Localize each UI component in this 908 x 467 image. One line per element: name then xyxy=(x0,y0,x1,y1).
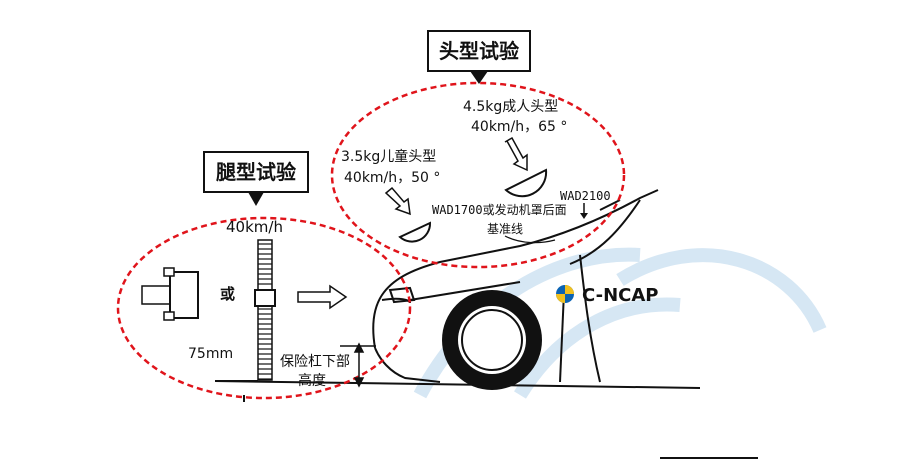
cncap-logo: C-NCAP xyxy=(556,285,659,306)
leg-test-title-box: 腿型试验 xyxy=(203,151,309,206)
adult-impact-arrow xyxy=(504,136,528,172)
child-headform-label: 3.5kg儿童头型 xyxy=(341,148,436,165)
reference-line-label-2: 基准线 xyxy=(487,222,523,236)
watermark xyxy=(413,247,827,399)
bumper-height-dimension xyxy=(340,342,376,388)
ground-gap-label: 75mm xyxy=(188,346,233,362)
leg-test-title: 腿型试验 xyxy=(216,160,296,184)
bumper-height-label-2: 高度 xyxy=(298,372,326,389)
reference-line-arrow xyxy=(504,235,556,244)
reference-line-label: WAD1700或发动机罩后面 xyxy=(432,202,567,217)
leg-test-zone xyxy=(116,216,412,400)
child-headform-icon xyxy=(398,221,432,243)
child-impact-arrow xyxy=(384,186,411,216)
child-headform-params: 40km/h，50 ° xyxy=(344,170,440,186)
car-outline xyxy=(372,189,659,383)
wad2100-label: WAD2100 xyxy=(560,189,611,203)
ground-line xyxy=(214,380,701,389)
head-test-zone xyxy=(330,81,626,269)
motion-arrow xyxy=(297,284,348,310)
front-wheel xyxy=(442,290,542,390)
bumper-height-label: 保险杠下部 xyxy=(280,354,350,370)
adult-headform-label: 4.5kg成人头型 xyxy=(463,99,558,115)
or-text: 或 xyxy=(220,285,235,303)
head-test-title: 头型试验 xyxy=(439,39,519,63)
adult-headform-icon xyxy=(504,168,548,198)
head-test-title-box: 头型试验 xyxy=(427,30,531,84)
upper-legform-icon xyxy=(141,267,199,321)
cncap-logo-text: C-NCAP xyxy=(582,285,659,306)
leg-speed-label: 40km/h xyxy=(226,218,283,236)
legform-impactor-icon xyxy=(254,239,276,381)
adult-headform-params: 40km/h，65 ° xyxy=(471,119,567,135)
